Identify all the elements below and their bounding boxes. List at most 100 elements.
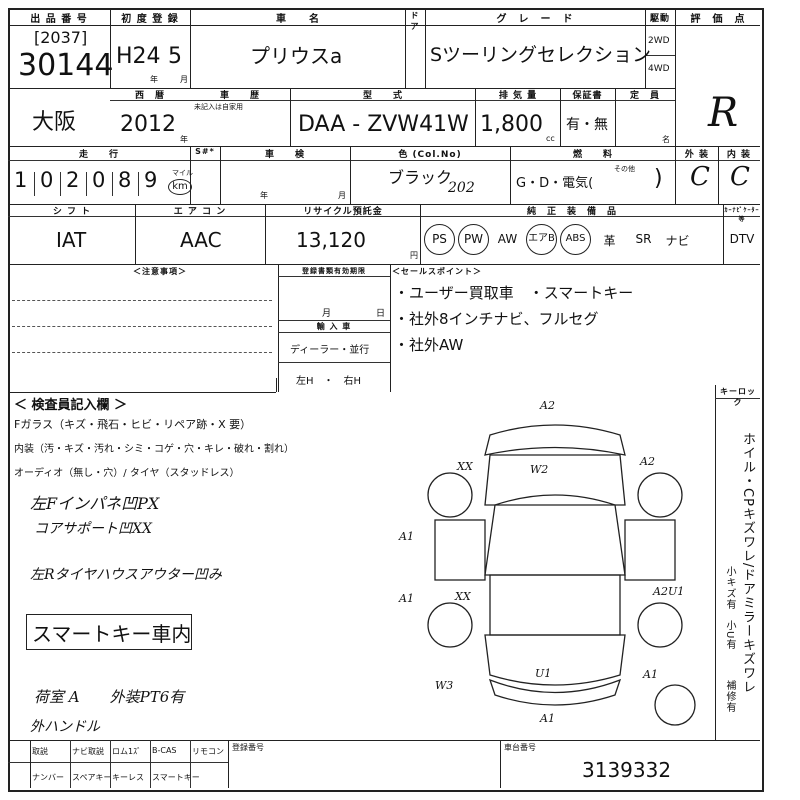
inspection-header: 車 検 bbox=[264, 150, 305, 160]
damage-a1-rear: A1 bbox=[642, 668, 658, 681]
equipment-item: PW bbox=[458, 224, 489, 255]
keylock-header: キーロック bbox=[720, 387, 756, 407]
side-note: ホイル・CPキズワレ/ドアミラーキズワレ bbox=[740, 432, 755, 695]
first-reg-tsuki: 月 bbox=[180, 75, 188, 84]
hand-note-3: 左Rタイヤハウスアウター凹み bbox=[30, 567, 222, 583]
exterior-value: C bbox=[690, 162, 710, 192]
wheel-fl bbox=[427, 472, 473, 518]
exterior-header: 外 装 bbox=[684, 150, 710, 160]
mileage-digit: 0 bbox=[92, 168, 106, 192]
damage-a2u1: A2U1 bbox=[652, 585, 684, 598]
equipment-item: SR bbox=[635, 232, 652, 246]
reg-expiry-header: 登録書類有効期限 bbox=[302, 267, 366, 275]
cart-header: ｶｰﾅﾋﾞｹｰﾀｰ等 bbox=[724, 207, 760, 223]
mileage-digit: 1 bbox=[14, 168, 28, 192]
interior-header: 内 装 bbox=[726, 150, 752, 160]
hand-note-5: 荷室 A 外装PT6有 bbox=[34, 688, 185, 706]
lot-number-header: 出 品 番 号 bbox=[30, 14, 88, 25]
checklist-item: B-CAS bbox=[152, 746, 177, 755]
equipment-item: ナビ bbox=[665, 234, 690, 248]
displacement-unit: cc bbox=[546, 134, 555, 143]
checklist-item: ロム1ｽﾞ bbox=[112, 747, 142, 756]
color-code: 202 bbox=[448, 180, 475, 196]
damage-a2-top: A2 bbox=[539, 399, 555, 412]
first-reg-nen: 年 bbox=[150, 75, 158, 84]
car-name-header: 車 名 bbox=[276, 14, 320, 25]
checklist-item: リモコン bbox=[192, 747, 224, 756]
damage-a2-right: A2 bbox=[639, 455, 655, 468]
sales-header: ＜セールスポイント＞ bbox=[392, 267, 482, 276]
drive-2wd: 2WD bbox=[648, 36, 670, 46]
inspection-tsuki: 月 bbox=[338, 191, 346, 200]
wheel-rr bbox=[637, 602, 683, 648]
hand-note-6: 外ハンドル bbox=[30, 719, 100, 735]
color-value: ブラック bbox=[388, 168, 453, 187]
lot-prefix: [2037] bbox=[34, 28, 88, 47]
recycle-unit: 円 bbox=[410, 251, 418, 260]
rating-value: R bbox=[708, 90, 739, 136]
first-reg-month: 5 bbox=[168, 44, 182, 69]
mileage-digit: 9 bbox=[144, 168, 158, 192]
checklist-item: ナビ取説 bbox=[72, 747, 104, 756]
hand-note-1: 左Fインパネ凹PX bbox=[30, 494, 160, 513]
warranty-header: 保証書 bbox=[572, 91, 603, 101]
shift-value: IAT bbox=[56, 228, 87, 252]
equipment-item: AW bbox=[497, 232, 518, 246]
year-header: 西 暦 bbox=[134, 91, 165, 101]
inspector-interior: 内装（汚・キズ・汚れ・シミ・コゲ・穴・キレ・破れ・割れ） bbox=[14, 444, 294, 455]
sales-point-2: ・社外8インチナビ、フルセグ bbox=[394, 310, 599, 328]
mileage-digit: 2 bbox=[66, 168, 80, 192]
lot-number: 30144 bbox=[18, 48, 114, 83]
side-small-3: 補修有 bbox=[724, 680, 735, 713]
import-options: ディーラー・並行 bbox=[290, 345, 370, 356]
car-damage-diagram: A2 XX W2 A2 A1 A1 XX A2U1 A1 U1 W3 A1 bbox=[398, 399, 696, 726]
sales-point-1: ・ユーザー買取車 ・スマートキー bbox=[394, 284, 634, 302]
mileage-header: 走 行 bbox=[78, 150, 119, 160]
damage-u1: U1 bbox=[535, 667, 551, 680]
damage-a1-left: A1 bbox=[398, 530, 414, 543]
damage-a1-bottom: A1 bbox=[539, 712, 555, 725]
wheel-fr bbox=[637, 472, 683, 518]
sw-header: S#* bbox=[195, 147, 215, 156]
hand-note-2: コアサポート凹XX bbox=[34, 521, 152, 537]
equipment-item: DTV bbox=[729, 232, 755, 246]
aircon-value: AAC bbox=[180, 228, 222, 252]
year-value: 2012 bbox=[120, 112, 176, 137]
capacity-header: 定 員 bbox=[629, 91, 660, 101]
chassis-header: 車台番号 bbox=[504, 743, 536, 752]
wheel-rl bbox=[427, 602, 473, 648]
auction-sheet bbox=[8, 8, 764, 792]
checklist-item: 取説 bbox=[32, 747, 48, 756]
hand-note-4: スマートキー車内 bbox=[32, 622, 192, 646]
inspector-header: ＜ 検査員記入欄 ＞ bbox=[14, 398, 128, 413]
displacement-value: 1,800 bbox=[480, 112, 543, 137]
damage-xx-side: XX bbox=[454, 590, 472, 603]
rating-header: 評 価 点 bbox=[690, 14, 746, 25]
mileage-digit: 0 bbox=[40, 168, 54, 192]
checklist-item: キーレス bbox=[112, 773, 144, 782]
inspector-audio-tire: オーディオ（無し・穴）/ タイヤ（スタッドレス） bbox=[14, 468, 240, 479]
model-value: DAA - ZVW41W bbox=[298, 112, 469, 137]
aircon-header: エ ア コ ン bbox=[173, 207, 227, 217]
first-reg-era: H24 bbox=[116, 44, 161, 69]
recycle-value: 13,120 bbox=[296, 228, 366, 252]
smart-key-box bbox=[26, 614, 192, 650]
mileage-unit-mile: マイル bbox=[172, 169, 193, 177]
grade-header: グ レ ー ド bbox=[496, 14, 574, 25]
handle-options: 左H ・ 右H bbox=[296, 376, 362, 387]
chassis-number: 3139332 bbox=[582, 758, 672, 782]
mileage-unit-km: km bbox=[168, 179, 192, 195]
inspection-nen: 年 bbox=[260, 191, 268, 200]
fuel-header: 燃 料 bbox=[572, 150, 613, 160]
import-header: 輸 入 車 bbox=[316, 322, 352, 331]
warranty-value: 有・無 bbox=[566, 117, 608, 133]
model-header: 型 式 bbox=[362, 91, 403, 101]
displacement-header: 排 気 量 bbox=[498, 91, 538, 101]
checklist-item: スマートキー bbox=[152, 773, 200, 782]
doors-header: ド ア bbox=[410, 11, 420, 31]
equipment-item: PS bbox=[424, 224, 455, 255]
sales-point-3: ・社外AW bbox=[394, 336, 464, 354]
spare-tire bbox=[654, 684, 696, 726]
side-small-1: 小キズ有 bbox=[724, 566, 735, 610]
drive-header: 駆動 bbox=[649, 14, 670, 24]
